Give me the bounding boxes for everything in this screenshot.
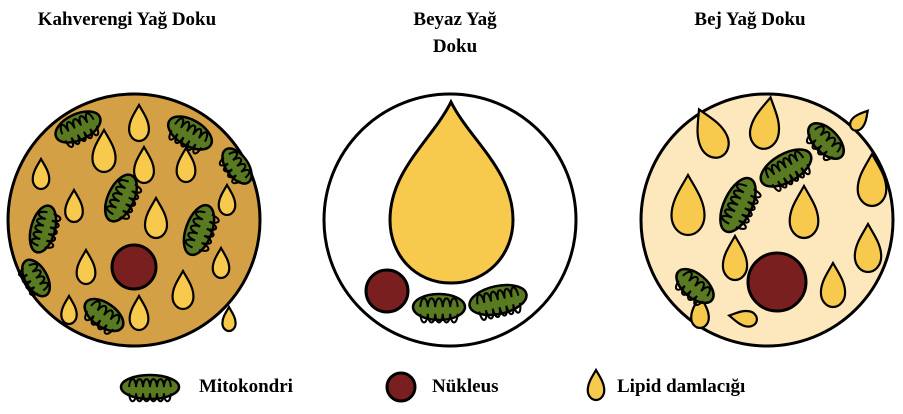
legend-lipid-droplet-icon (588, 370, 605, 400)
legend-nucleus-icon (387, 373, 415, 401)
white-nucleus (366, 270, 408, 312)
legend-nucleus-label: Nükleus (432, 375, 499, 399)
legend-mitochondrion-icon (121, 375, 179, 401)
brown-lipid-droplet (222, 307, 235, 331)
beige-adipocyte (641, 94, 893, 346)
beige-nucleus (748, 253, 806, 311)
legend-lipid-label: Lipid damlacığı (617, 375, 745, 399)
beige-lipid-droplet (847, 107, 873, 134)
white-adipocyte (324, 94, 576, 346)
brown-adipocyte (8, 94, 260, 346)
legend-mitochondria-label: Mitokondri (199, 375, 293, 399)
brown-nucleus (112, 245, 156, 289)
white-mitochondrion (413, 294, 465, 322)
